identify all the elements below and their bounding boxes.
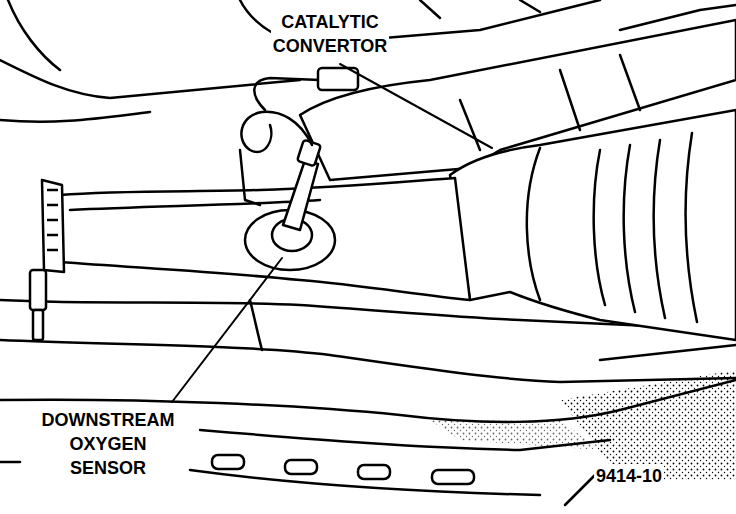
figure-number: 9414-10 (594, 464, 664, 488)
part-label: CATALYTIC CONVERTOR (271, 10, 390, 58)
part-label: DOWNSTREAM OXYGEN SENSOR (40, 408, 177, 480)
